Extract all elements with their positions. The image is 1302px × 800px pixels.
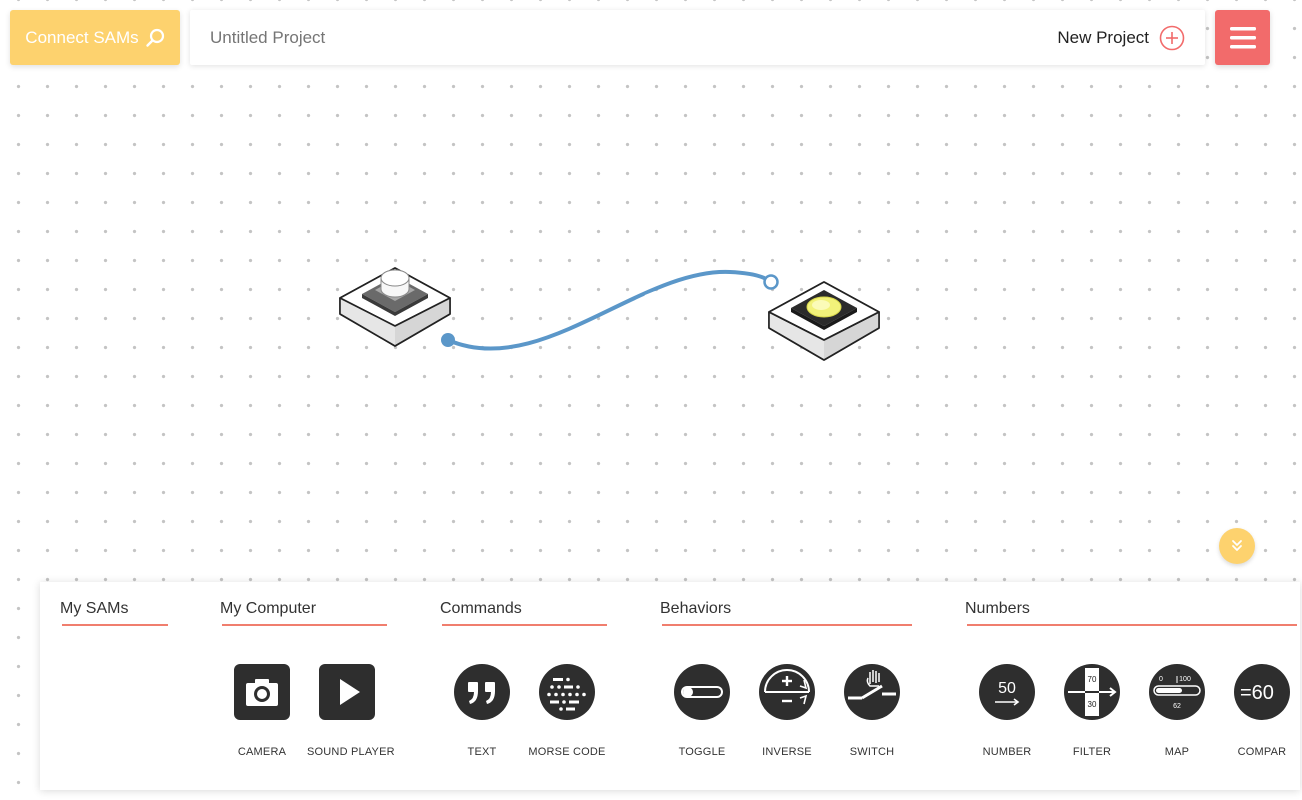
light-block[interactable]: [768, 281, 880, 361]
section-title: Numbers: [965, 600, 1030, 617]
palette-item-label: SWITCH: [849, 746, 895, 758]
plus-circle-icon: [1159, 25, 1185, 50]
number-value: 50: [998, 680, 1016, 697]
section-underline: [967, 624, 1297, 626]
quote-icon: [454, 664, 510, 720]
map-max: 100: [1179, 676, 1191, 683]
switch-icon: [844, 664, 900, 720]
section-title: My SAMs: [60, 600, 129, 617]
palette-item-inverse[interactable]: INVERSE: [747, 664, 827, 758]
output-port[interactable]: [441, 333, 455, 347]
section-underline: [222, 624, 387, 626]
section-underline: [442, 624, 607, 626]
toggle-icon: [674, 664, 730, 720]
palette-item-label: MORSE CODE: [528, 746, 606, 758]
double-chevron-down-icon: [1232, 540, 1242, 551]
map-value: 62: [1173, 703, 1181, 710]
menu-button[interactable]: [1215, 10, 1270, 65]
block-palette: My SAMs My Computer CAMERA SOUND PLAYER …: [40, 582, 1300, 790]
project-bar: New Project: [190, 10, 1205, 65]
palette-item-sound-player[interactable]: SOUND PLAYER: [307, 664, 395, 758]
section-title: Behaviors: [660, 600, 732, 617]
section-underline: [662, 624, 912, 626]
morse-code-icon: [539, 664, 595, 720]
palette-item-switch[interactable]: SWITCH: [832, 664, 912, 758]
palette-item-label: FILTER: [1072, 746, 1112, 758]
palette-item-label: INVERSE: [762, 746, 812, 758]
palette-item-label: TOGGLE: [678, 746, 726, 758]
palette-item-number[interactable]: 50 NUMBER: [967, 664, 1047, 758]
new-project-button[interactable]: New Project: [1057, 10, 1185, 65]
palette-item-morse-code[interactable]: MORSE CODE: [527, 664, 607, 758]
collapse-palette-button[interactable]: [1219, 528, 1255, 564]
connect-sams-button[interactable]: Connect SAMs: [10, 10, 180, 65]
palette-item-map[interactable]: 0 100 62 MAP: [1137, 664, 1217, 758]
project-name-input[interactable]: [210, 10, 710, 65]
section-title: Commands: [440, 600, 522, 617]
filter-top-value: 70: [1088, 675, 1097, 684]
connect-sams-label: Connect SAMs: [25, 27, 139, 47]
search-icon: [145, 28, 164, 47]
palette-item-toggle[interactable]: TOGGLE: [662, 664, 742, 758]
palette-item-label: COMPAR: [1237, 746, 1287, 758]
palette-item-label: MAP: [1164, 746, 1190, 758]
compare-value: =60: [1240, 682, 1274, 704]
button-block[interactable]: [339, 267, 451, 347]
map-icon: 0 100 62: [1149, 664, 1205, 720]
number-icon: 50: [979, 664, 1035, 720]
palette-item-filter[interactable]: 70 30 FILTER: [1052, 664, 1132, 758]
palette-item-camera[interactable]: CAMERA: [222, 664, 302, 758]
map-min: 0: [1159, 676, 1163, 683]
compare-icon: =60: [1234, 664, 1290, 720]
filter-bottom-value: 30: [1088, 700, 1097, 709]
palette-item-label: SOUND PLAYER: [307, 746, 395, 758]
play-icon: [319, 664, 375, 720]
section-underline: [62, 624, 168, 626]
filter-icon: 70 30: [1064, 664, 1120, 720]
palette-item-compare[interactable]: =60 COMPAR: [1222, 664, 1302, 758]
palette-item-label: NUMBER: [982, 746, 1032, 758]
workspace-canvas[interactable]: [0, 0, 1280, 580]
camera-icon: [234, 664, 290, 720]
palette-item-text[interactable]: TEXT: [442, 664, 522, 758]
palette-item-label: TEXT: [467, 746, 497, 758]
new-project-label: New Project: [1057, 27, 1149, 47]
palette-item-label: CAMERA: [237, 746, 287, 758]
section-title: My Computer: [220, 600, 317, 617]
connection-wire[interactable]: [446, 269, 773, 351]
hamburger-icon: [1229, 26, 1256, 48]
input-port[interactable]: [763, 274, 779, 290]
inverse-icon: [759, 664, 815, 720]
